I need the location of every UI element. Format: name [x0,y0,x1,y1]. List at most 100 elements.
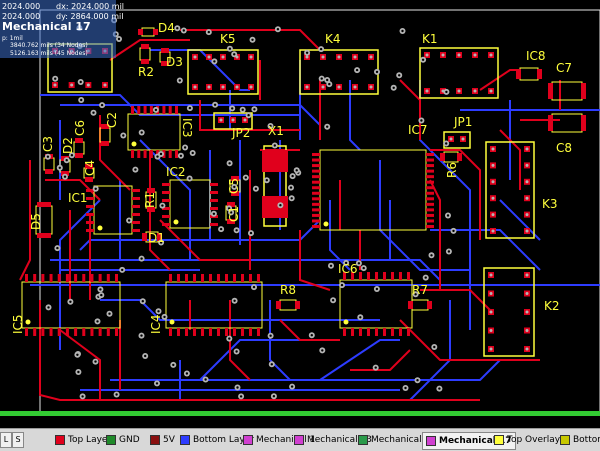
footprint-c8-pad-b [581,115,586,131]
footprint-jp2-drill [231,118,235,122]
layer-tab-label: Bottom Ov [573,435,600,445]
footprint-ic8-pad-a [516,69,521,79]
footprint-ic5-pad-top-4 [57,274,61,282]
via-hole-28 [63,175,67,178]
via-hole-50 [96,320,99,323]
footprint-ic5-pad-top-9 [98,274,102,282]
via-hole-37 [404,386,407,390]
footprint-ic6-pad-top-6 [391,272,394,280]
footprint-ic3-pad-bottom-2 [143,150,147,158]
via-hole-113 [421,58,425,61]
footprint-ic4-pad-bottom-0 [169,328,172,336]
footprint-ic7-pad-right-9 [426,202,434,206]
footprint-ic5-pad-top-10 [106,274,110,282]
label-k2: K2 [544,299,560,313]
footprint-ic7-pad-right-10 [426,208,434,212]
footprint-ic1-pad-right-0 [132,189,140,192]
footprint-ic4-pad-top-2 [185,274,188,282]
bottom-trace-32 [319,339,400,381]
via-hole-93 [65,159,68,162]
footprint-k4-drill [337,85,341,89]
footprint-ic5-pad-top-11 [115,274,118,282]
footprint-ic7-pad-left-6 [312,186,320,190]
footprint-k5-drill [249,55,253,59]
pcb-canvas[interactable]: D4 K5 K4 K1 IC8 C7 R2 D3 C8 JP1 IC7 IC3 … [0,0,600,428]
footprint-ic7-pad-right-11 [426,213,434,217]
layer-color-swatch [294,435,304,445]
via-hole-38 [433,345,436,349]
via-hole-102 [141,300,144,303]
layer-tab-top-overlay[interactable]: Top Overlay [494,432,560,448]
footprint-ic6-pad-bottom-2 [359,328,362,336]
via-hole-23 [241,108,244,111]
via-hole-32 [228,337,231,340]
layer-tab-top-layer[interactable]: Top Layer [55,432,111,448]
footprint-jp2-outline [213,112,253,130]
via-hole-44 [155,382,159,385]
footprint-ic4-pad-bottom-4 [201,328,204,336]
via-hole-49 [290,197,293,200]
footprint-ic7-pad-left-0 [312,153,320,156]
via-hole-27 [233,53,236,56]
via-hole-95 [320,77,323,80]
label-c6: C6 [73,120,87,136]
via-hole-121 [416,379,419,382]
footprint-k3-drill [491,229,495,233]
footprint-k1-drill [489,89,493,93]
layer-tab-label: 5V [163,435,175,445]
via-hole-39 [357,262,361,265]
footprint-k5-drill [249,85,253,89]
footprint-k3-drill [491,196,495,200]
scroll-right-button[interactable]: S [12,432,24,448]
footprint-k5 [187,49,259,95]
layer-tab-mechanical-13[interactable]: Mechanical 13 [294,432,372,448]
footprint-ic5-outline [21,281,121,329]
via-hole-81 [94,360,97,363]
footprint-ic7-pad-left-4 [312,175,320,179]
footprint-k4-drill [305,55,309,59]
label-jp1: JP1 [453,115,472,129]
footprint-ic1-pad-right-5 [132,229,140,232]
footprint-k3-drill [525,180,529,184]
layer-tab-bottom-ov[interactable]: Bottom Ov [560,432,600,448]
footprint-c8-pad-a [548,115,553,131]
footprint-ic4-pin1-dot [169,319,175,325]
via-hole-100 [58,166,61,169]
via-hole-91 [254,187,258,190]
x-value: 2024.000 [2,2,41,11]
footprint-ic5-pad-bottom-6 [74,328,78,336]
bottom-trace-2 [79,219,321,251]
footprint-ic5-pad-top-6 [74,274,78,282]
layer-tab-mechanical-15[interactable]: Mechanical 15 [358,432,436,448]
footprint-k1-drill [457,89,461,93]
scroll-left-button[interactable]: L [0,432,12,448]
layer-tab-mechanical-1[interactable]: Mechanical 1 [243,432,315,448]
footprint-k2 [483,267,535,357]
footprint-k2-drill [489,310,493,314]
footprint-k3-outline [485,141,535,239]
footprint-r7-pad-b [427,301,432,309]
via-hole-119 [188,106,192,110]
layer-tab-5v[interactable]: 5V [150,432,175,448]
x-coordinate: 2024.000 [2,2,40,12]
layer-color-swatch [106,435,116,445]
footprint-ic4-pad-bottom-8 [233,328,236,336]
via-hole-16 [115,393,118,396]
via-hole-125 [290,385,294,388]
footprint-ic4-pad-top-0 [169,274,172,282]
component-footprints [21,27,586,357]
top-trace-13 [299,230,331,291]
dx-readout: dx: 2024.000 mil [56,2,124,12]
layer-tab-gnd[interactable]: GND [106,432,140,448]
footprint-ic3-pad-bottom-0 [131,150,134,158]
footprint-c4-pad-a [85,164,93,169]
footprint-jp2-drill [243,118,247,122]
label-r6: R6 [445,162,459,178]
footprint-k1-drill [473,53,477,57]
footprint-r7 [408,299,432,311]
y-value: 2024.000 [2,12,41,21]
via-hole-92 [414,293,417,296]
footprint-ic6-pad-bottom-8 [407,328,410,336]
layer-tab-bottom-layer[interactable]: Bottom Layer [180,432,254,448]
via-hole-97 [127,219,131,222]
